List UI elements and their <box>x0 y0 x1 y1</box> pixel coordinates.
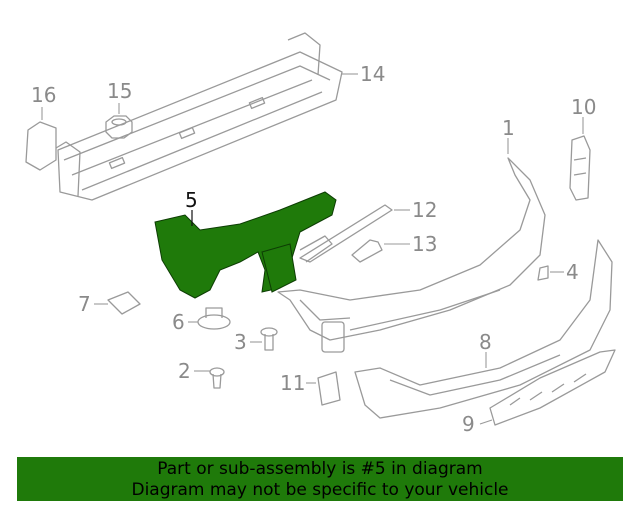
banner-line-1: Part or sub-assembly is #5 in diagram <box>157 459 483 479</box>
callout-2: 2 <box>178 359 191 383</box>
callout-16: 16 <box>31 83 57 107</box>
part-10-side-bracket <box>569 135 591 201</box>
callout-12: 12 <box>412 198 438 222</box>
part-11-sensor-bracket <box>317 371 341 406</box>
callout-11: 11 <box>280 371 306 395</box>
part-12-bracket <box>299 204 393 263</box>
callout-6: 6 <box>172 310 185 334</box>
leader-9 <box>479 419 493 425</box>
part-14-bumper-beam <box>55 32 343 201</box>
callout-8: 8 <box>479 330 492 354</box>
part-5-bracket-highlighted <box>154 191 337 299</box>
part-6-flange-nut <box>197 307 231 330</box>
callout-5: 5 <box>185 188 198 212</box>
callout-14: 14 <box>360 62 386 86</box>
callout-1: 1 <box>502 116 515 140</box>
callout-4: 4 <box>566 260 579 284</box>
callout-10: 10 <box>571 95 597 119</box>
part-1-bumper-cover <box>277 157 546 353</box>
part-7-clip-nut <box>107 291 141 315</box>
callout-13: 13 <box>412 232 438 256</box>
callout-15: 15 <box>107 79 133 103</box>
parts-diagram <box>25 32 616 426</box>
callout-7: 7 <box>78 292 91 316</box>
part-2-screw <box>209 367 225 389</box>
callout-3: 3 <box>234 330 247 354</box>
callout-9: 9 <box>462 412 475 436</box>
part-15-nut <box>105 115 133 139</box>
part-4-clip <box>537 265 549 281</box>
part-8-valance <box>354 239 613 419</box>
banner-line-2: Diagram may not be specific to your vehi… <box>131 480 509 500</box>
part-16-plate <box>25 121 57 171</box>
info-banner: Part or sub-assembly is #5 in diagram Di… <box>17 457 623 501</box>
part-13-bracket <box>351 239 383 263</box>
part-9-diffuser <box>489 349 616 426</box>
part-3-rivet <box>260 327 278 351</box>
